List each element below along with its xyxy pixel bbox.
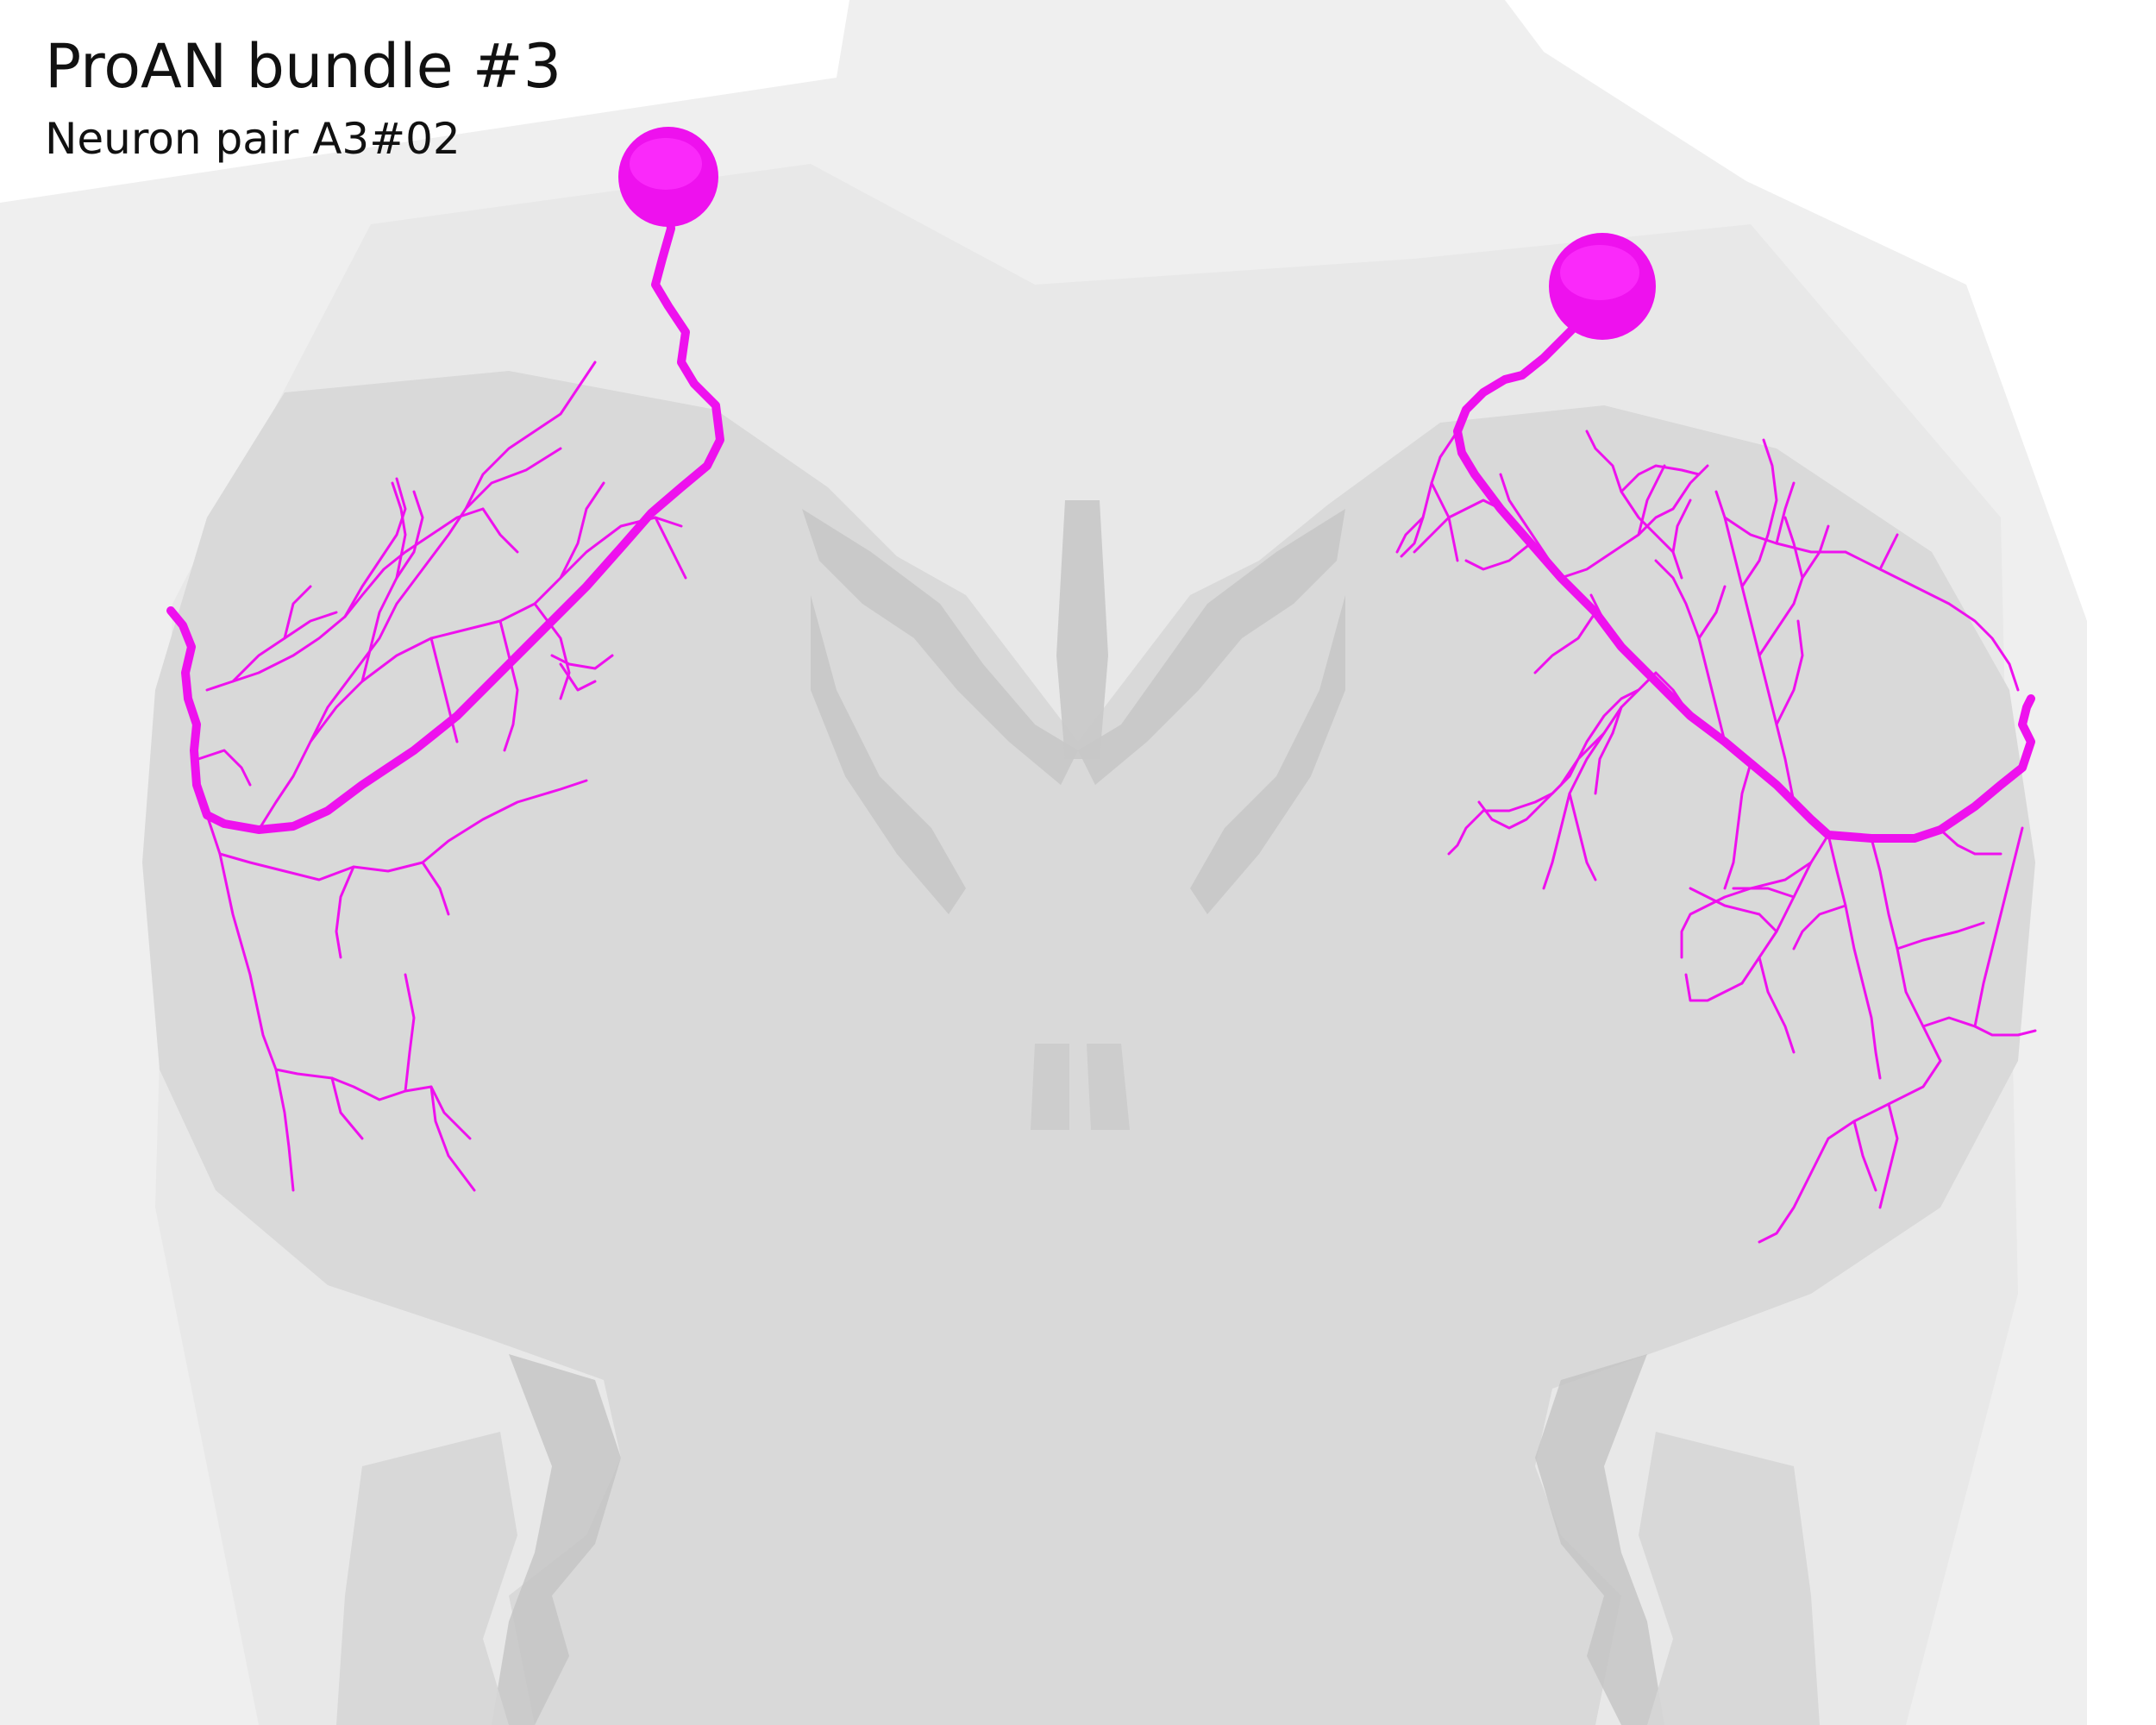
neuron-left [166,127,724,1192]
neck-shadow-left [492,1354,621,1725]
neuron-left-arbors [197,361,687,1192]
brain-fold-left [802,509,1078,785]
subtitle: Neuron pair A3#02 [45,114,461,164]
neck-outline-right [1639,1432,1820,1725]
brain-fold-center [1056,500,1108,759]
neck-outline-left [336,1432,517,1725]
neuron-right-soma-highlight [1560,245,1639,300]
neuron-right-arbors [1395,430,2037,1244]
brain-fold-right [1078,509,1345,785]
title: ProAN bundle #3 [45,31,562,102]
neuron-left-primary-neurite [166,203,724,834]
brain-fold-ventral [1031,1044,1130,1130]
neck-shadow-right [1535,1354,1664,1725]
brain-fold-lower-right [1190,595,1345,914]
neuron-left-soma-highlight [630,138,702,190]
neuron-right [1395,233,2037,1244]
brain-fold-lower-left [811,595,966,914]
